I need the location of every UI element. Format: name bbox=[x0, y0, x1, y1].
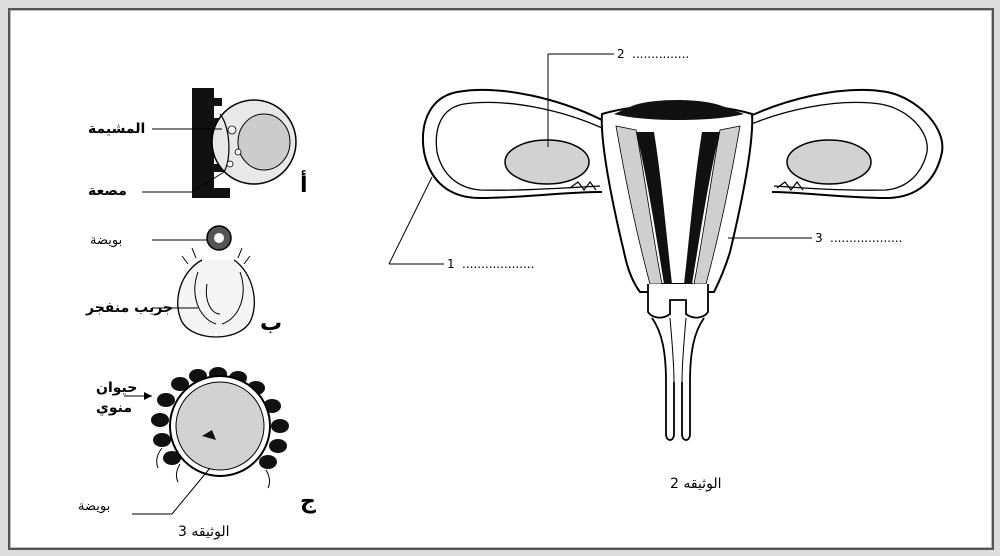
left-fallopian-tube bbox=[423, 90, 602, 198]
label-1-dots: ................... bbox=[462, 257, 534, 271]
label-ovum-c: بويضة bbox=[78, 499, 110, 514]
figure-b-letter: ب bbox=[260, 311, 282, 336]
label-1-number: 1 bbox=[447, 257, 455, 271]
label-sperm-line1: حيوان bbox=[96, 380, 137, 396]
label-placenta: المشيمة bbox=[88, 121, 145, 137]
label-3-number: 3 bbox=[815, 231, 823, 245]
figure-a-implantation bbox=[142, 88, 296, 198]
doc3-caption: الوثيقه 3 bbox=[178, 524, 229, 540]
vagina bbox=[652, 318, 704, 440]
right-ovary bbox=[787, 140, 871, 184]
label-sperm-line2: منوي bbox=[96, 400, 132, 417]
figure-a-letter: أ bbox=[300, 169, 308, 198]
uterus-diagram bbox=[389, 54, 942, 440]
doc2-caption: الوثيقه 2 bbox=[670, 476, 721, 492]
cervix bbox=[648, 284, 708, 318]
label-sucker: مصعة bbox=[88, 183, 127, 199]
figure-c-letter: ج bbox=[300, 489, 316, 514]
biology-figure: 1 ................... 2 ............... … bbox=[10, 10, 992, 548]
label-3-dots: ................... bbox=[830, 231, 902, 245]
document-frame: 1 ................... 2 ............... … bbox=[8, 8, 994, 550]
label-ruptured-follicle: جريب منفجر bbox=[85, 300, 173, 316]
figure-b-ovulation bbox=[152, 226, 254, 337]
figure-c-fertilization bbox=[124, 367, 289, 514]
label-2-number: 2 bbox=[617, 47, 625, 61]
label-ovum-b: بويضة bbox=[90, 233, 122, 248]
left-ovary bbox=[505, 140, 589, 184]
label-2-dots: ............... bbox=[632, 47, 689, 61]
